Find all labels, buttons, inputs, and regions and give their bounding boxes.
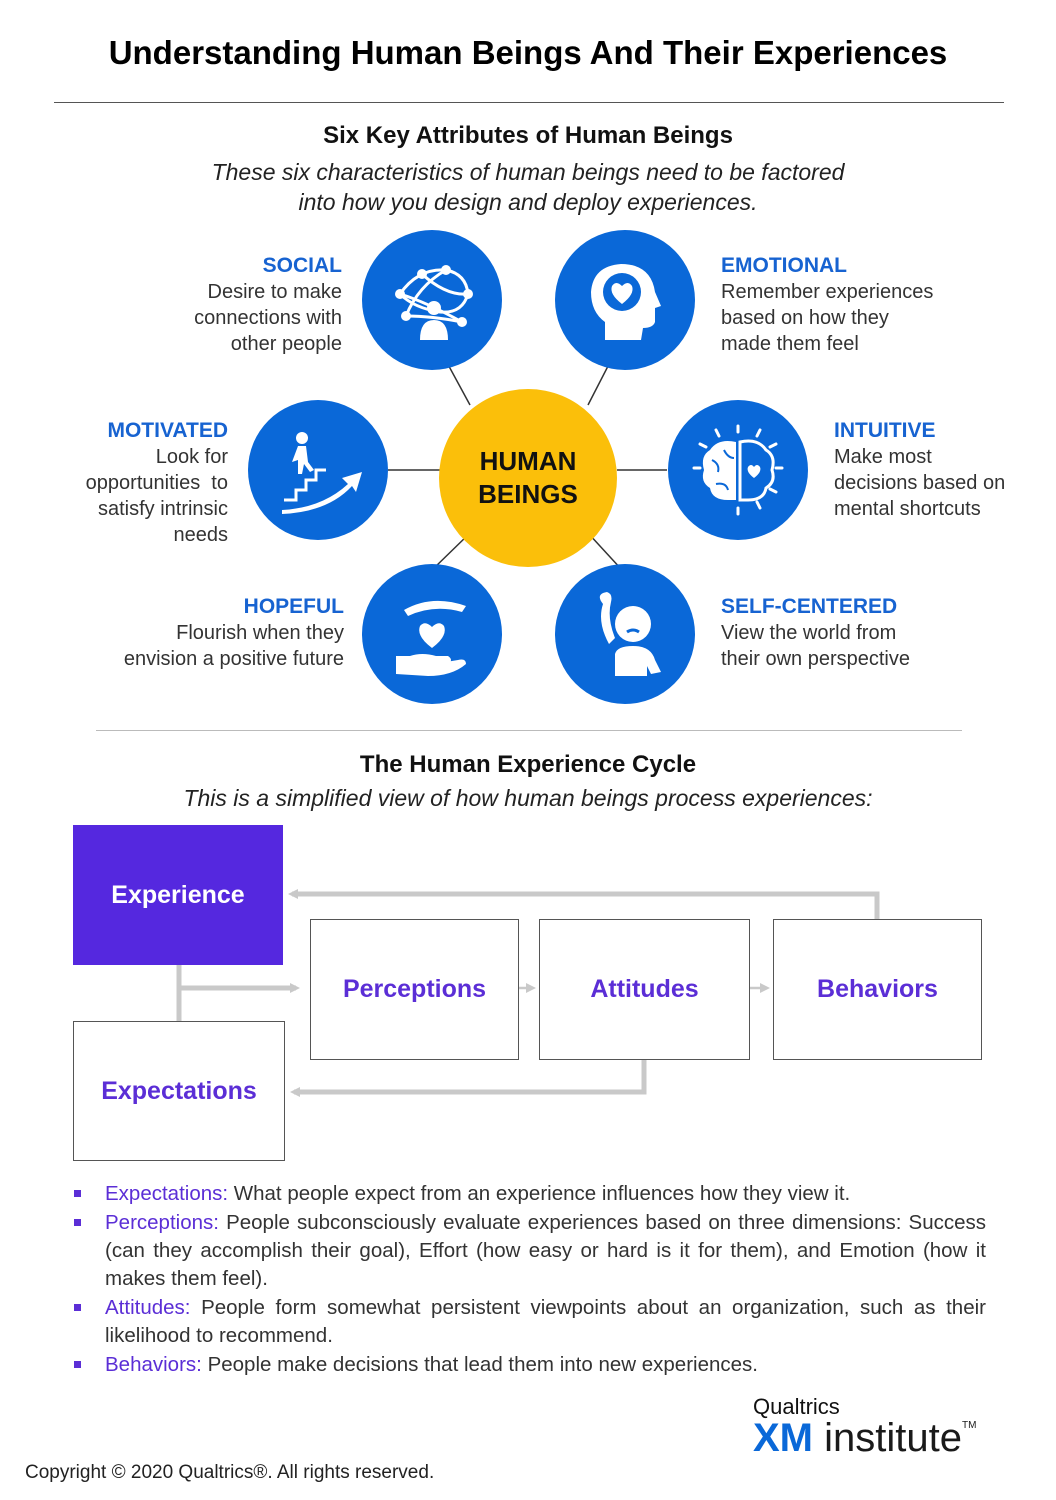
attr-intuitive-desc-3: mental shortcuts xyxy=(834,498,981,520)
experience-label: Experience xyxy=(111,880,245,909)
logo-xm: XM xyxy=(753,1416,813,1460)
cycle-subtitle: This is a simplified view of how human b… xyxy=(183,785,873,811)
expectations-box: Expectations xyxy=(73,1021,285,1161)
bullet-term: Perceptions xyxy=(105,1211,214,1234)
social-circle xyxy=(362,230,502,370)
bullet-term: Behaviors xyxy=(105,1353,197,1376)
copyright: Copyright © 2020 Qualtrics®. All rights … xyxy=(25,1462,435,1483)
bullet-marker xyxy=(74,1361,81,1368)
hopeful-circle xyxy=(362,564,502,704)
attr-hopeful-name: HOPEFUL xyxy=(243,595,344,618)
perceptions-box: Perceptions xyxy=(310,919,519,1060)
attributes-subtitle: These six characteristics of human being… xyxy=(0,157,1056,217)
attitudes-label: Attitudes xyxy=(590,975,699,1003)
attr-social-desc-3: other people xyxy=(230,333,342,355)
perceptions-label: Perceptions xyxy=(342,975,487,1003)
brain-heart-icon xyxy=(692,424,784,516)
human-beings-hub: HUMAN BEINGS xyxy=(439,389,617,567)
attr-motivated: MOTIVATED Look for opportunities to sati… xyxy=(86,418,228,548)
attitudes-box: Attitudes xyxy=(539,919,750,1060)
attr-hopeful-desc-1: Flourish when they xyxy=(176,622,344,644)
attr-hopeful-desc-2: envision a positive future xyxy=(123,648,344,670)
cycle-definitions: Expectations: What people expect from an… xyxy=(72,1180,986,1380)
attributes-title: Six Key Attributes of Human Beings xyxy=(323,122,733,149)
attr-motivated-desc-1: Look for xyxy=(155,446,228,468)
attr-social-desc-2: connections with xyxy=(194,307,342,329)
hub-label-line2: BEINGS xyxy=(478,479,578,509)
intuitive-circle xyxy=(668,400,808,540)
attr-emotional-desc-3: made them feel xyxy=(721,333,859,355)
behaviors-box: Behaviors xyxy=(773,919,982,1060)
behaviors-label: Behaviors xyxy=(817,975,938,1003)
attr-social-name: SOCIAL xyxy=(262,254,342,277)
bullet-text: People form somewhat persistent viewpoin… xyxy=(105,1296,986,1347)
attr-emotional: EMOTIONAL Remember experiences based on … xyxy=(721,253,933,357)
attr-social-desc-1: Desire to make xyxy=(207,281,343,303)
attr-hopeful: HOPEFUL Flourish when they envision a po… xyxy=(124,594,344,672)
logo-tm: TM xyxy=(961,1420,977,1431)
attr-intuitive-desc-2: decisions based on xyxy=(834,472,1006,494)
attr-intuitive-name: INTUITIVE xyxy=(834,419,936,442)
cycle-title: The Human Experience Cycle xyxy=(359,751,697,778)
motivated-circle xyxy=(248,400,388,540)
bullet-term: Attitudes xyxy=(105,1296,185,1319)
connector-selfcentered xyxy=(587,532,623,571)
bullet-expectations: Expectations: What people expect from an… xyxy=(72,1180,986,1208)
attr-selfcentered-desc-1: View the world from xyxy=(721,622,897,644)
stairs-climb-icon xyxy=(282,432,362,514)
attr-emotional-desc-2: based on how they xyxy=(721,307,889,329)
section-divider xyxy=(96,730,962,731)
logo-institute: institute xyxy=(824,1416,962,1460)
selfcentered-circle xyxy=(555,564,695,704)
attr-social: SOCIAL Desire to make connections with o… xyxy=(194,253,342,357)
logo-xm-institute: XM instituteTM xyxy=(753,1416,976,1461)
attr-motivated-name: MOTIVATED xyxy=(107,419,228,442)
bullet-marker xyxy=(74,1190,81,1197)
bullet-marker xyxy=(74,1304,81,1311)
attr-selfcentered-name: SELF-CENTERED xyxy=(721,595,898,618)
title-divider xyxy=(54,102,1004,103)
head-heart-icon xyxy=(591,264,661,340)
attr-motivated-desc-3: satisfy intrinsic xyxy=(97,498,228,520)
page-title: Understanding Human Beings And Their Exp… xyxy=(108,34,948,71)
bullet-text: What people expect from an experience in… xyxy=(233,1182,851,1205)
attr-motivated-desc-4: needs xyxy=(173,524,229,546)
hub-label: HUMAN BEINGS xyxy=(458,445,598,511)
hub-label-line1: HUMAN xyxy=(479,446,577,476)
logo-qualtrics: Qualtrics xyxy=(753,1394,840,1419)
cycle-arrows xyxy=(176,889,880,1097)
bullet-attitudes: Attitudes: People form somewhat persiste… xyxy=(72,1294,986,1350)
attributes-subtitle-line2: into how you design and deploy experienc… xyxy=(298,189,758,215)
expectations-label: Expectations xyxy=(101,1076,257,1105)
thinking-person-icon xyxy=(599,592,661,676)
bullet-text: People subconsciously evaluate experienc… xyxy=(105,1211,987,1290)
experience-box: Experience xyxy=(73,825,283,965)
bullet-perceptions: Perceptions: People subconsciously evalu… xyxy=(72,1209,986,1293)
attr-intuitive: INTUITIVE Make most decisions based on m… xyxy=(834,418,1005,522)
bullet-marker xyxy=(74,1219,81,1226)
attributes-subtitle-line1: These six characteristics of human being… xyxy=(211,159,845,185)
hands-heart-icon xyxy=(396,600,466,676)
attr-selfcentered-desc-2: their own perspective xyxy=(721,648,910,670)
network-person-icon xyxy=(395,265,473,340)
bullet-text: People make decisions that lead them int… xyxy=(207,1353,758,1376)
arrow-behaviors-to-experience xyxy=(288,889,880,920)
arrow-attitudes-to-expectations xyxy=(290,1060,647,1097)
bullet-behaviors: Behaviors: People make decisions that le… xyxy=(72,1351,986,1379)
attr-motivated-desc-2: opportunities to xyxy=(85,472,228,494)
attr-emotional-desc-1: Remember experiences xyxy=(721,281,934,303)
bullet-term: Expectations xyxy=(105,1182,223,1205)
attr-emotional-name: EMOTIONAL xyxy=(721,254,847,277)
attr-intuitive-desc-1: Make most xyxy=(834,446,932,468)
attr-selfcentered: SELF-CENTERED View the world from their … xyxy=(721,594,910,672)
emotional-circle xyxy=(555,230,695,370)
